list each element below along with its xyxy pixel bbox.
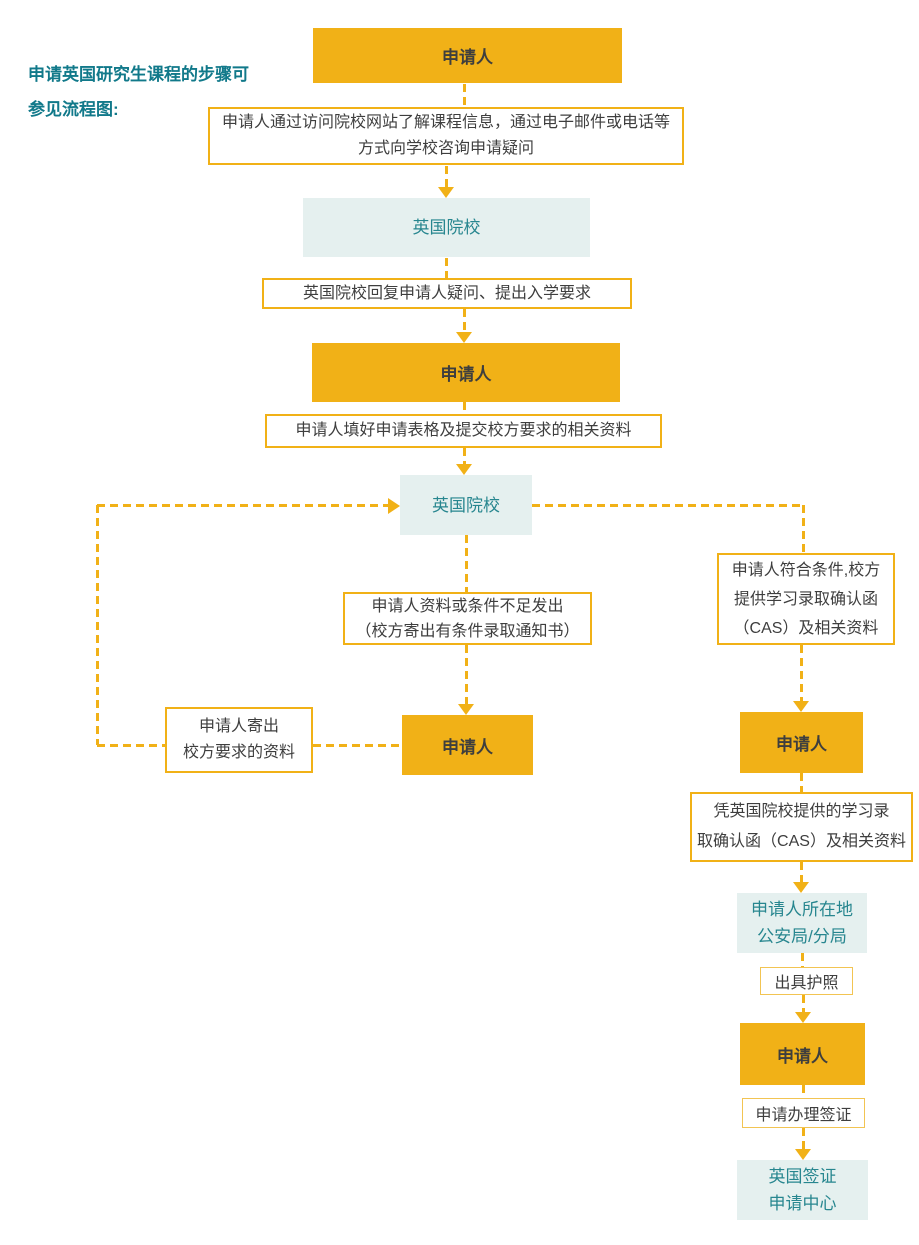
- arrowhead-down-applicant-mid: [458, 704, 474, 715]
- step-with-cas-docs: 凭英国院校提供的学习录 取确认函（CAS）及相关资料: [690, 792, 913, 862]
- node-applicant-bottom-label: 申请人: [777, 1046, 828, 1066]
- connector-applicant-mid-to-senddocs-left: [97, 744, 165, 747]
- arrowhead-down-school2: [456, 464, 472, 475]
- connector-senddocs-to-applicant-mid: [313, 744, 402, 747]
- arrowhead-down-applicant2: [456, 332, 472, 343]
- step-inquiry: 申请人通过访问院校网站了解课程信息，通过电子邮件或电话等 方式向学校咨询申请疑问: [208, 107, 684, 165]
- connector-reply-to-applicant2: [463, 309, 466, 332]
- connector-submit-to-school2: [463, 448, 466, 464]
- step-conditional-offer: 申请人资料或条件不足发出 （校方寄出有条件录取通知书）: [343, 592, 592, 645]
- node-uk-school-2-label: 英国院校: [432, 495, 500, 515]
- connector-applicant-right-to-cas: [800, 773, 803, 792]
- arrowhead-down-applicant-bottom: [795, 1012, 811, 1023]
- node-applicant-middle: 申请人: [402, 715, 533, 775]
- node-local-police: 申请人所在地 公安局/分局: [737, 893, 867, 953]
- step-submit-form-label: 申请人填好申请表格及提交校方要求的相关资料: [295, 422, 632, 439]
- step-school-reply-label: 英国院校回复申请人疑问、提出入学要求: [302, 284, 591, 302]
- connector-qualified-to-applicant-right: [800, 645, 803, 701]
- intro-caption: 申请英国研究生课程的步骤可 参见流程图:: [28, 22, 308, 127]
- node-applicant-right-label: 申请人: [776, 735, 827, 754]
- step-with-cas-docs-label: 凭英国院校提供的学习录 取确认函（CAS）及相关资料: [697, 803, 906, 850]
- node-applicant-2: 申请人: [312, 343, 620, 402]
- step-apply-visa-label: 申请办理签证: [755, 1107, 852, 1124]
- connector-applicant-top-to-inquiry: [463, 84, 466, 107]
- step-issue-passport-label: 出具护照: [774, 975, 839, 992]
- node-applicant-top: 申请人: [313, 28, 622, 83]
- connector-passport-to-applicant-bottom: [802, 995, 805, 1012]
- node-uk-school-2: 英国院校: [400, 475, 532, 535]
- node-applicant-top-label: 申请人: [442, 48, 493, 67]
- connector-police-to-passport: [801, 953, 804, 967]
- step-submit-form: 申请人填好申请表格及提交校方要求的相关资料: [265, 414, 662, 448]
- step-qualified-cas: 申请人符合条件,校方 提供学习录取确认函 （CAS）及相关资料: [717, 553, 895, 645]
- step-apply-visa: 申请办理签证: [742, 1098, 865, 1128]
- connector-right-branch-down: [802, 505, 805, 553]
- connector-school2-to-right-branch: [532, 504, 803, 507]
- connector-applicant2-to-submit: [463, 402, 466, 414]
- node-uk-visa-center: 英国签证 申请中心: [737, 1160, 868, 1220]
- arrowhead-down-applicant-right: [793, 701, 809, 712]
- step-school-reply: 英国院校回复申请人疑问、提出入学要求: [262, 278, 632, 309]
- intro-caption-text: 申请英国研究生课程的步骤可 参见流程图:: [28, 65, 249, 119]
- connector-applicant-bottom-to-visa: [802, 1085, 805, 1098]
- arrowhead-down-school1: [438, 187, 454, 198]
- connector-loop-top: [97, 504, 388, 507]
- step-send-required-docs: 申请人寄出 校方要求的资料: [165, 707, 313, 773]
- node-local-police-label: 申请人所在地 公安局/分局: [751, 900, 853, 946]
- node-applicant-middle-label: 申请人: [442, 737, 493, 757]
- step-inquiry-label: 申请人通过访问院校网站了解课程信息，通过电子邮件或电话等 方式向学校咨询申请疑问: [221, 114, 670, 157]
- step-conditional-offer-label: 申请人资料或条件不足发出 （校方寄出有条件录取通知书）: [355, 597, 580, 640]
- arrowhead-down-visa-center: [795, 1149, 811, 1160]
- connector-school1-to-reply: [445, 258, 448, 278]
- step-send-required-docs-label: 申请人寄出 校方要求的资料: [182, 718, 295, 761]
- arrowhead-right-school2: [388, 498, 400, 514]
- node-applicant-bottom: 申请人: [740, 1023, 865, 1085]
- arrowhead-down-police: [793, 882, 809, 893]
- connector-school2-to-conditional: [465, 535, 468, 592]
- connector-inquiry-to-school1: [445, 166, 448, 187]
- node-uk-school-1-label: 英国院校: [412, 218, 481, 237]
- connector-visa-to-center: [802, 1128, 805, 1149]
- step-issue-passport: 出具护照: [760, 967, 853, 995]
- node-applicant-2-label: 申请人: [440, 365, 492, 384]
- node-uk-visa-center-label: 英国签证 申请中心: [768, 1167, 837, 1213]
- node-uk-school-1: 英国院校: [303, 198, 590, 257]
- connector-conditional-to-applicant-mid: [465, 645, 468, 704]
- connector-cas-to-police: [800, 862, 803, 882]
- node-applicant-right: 申请人: [740, 712, 863, 773]
- connector-loop-vertical: [96, 505, 99, 745]
- step-qualified-cas-label: 申请人符合条件,校方 提供学习录取确认函 （CAS）及相关资料: [731, 561, 881, 637]
